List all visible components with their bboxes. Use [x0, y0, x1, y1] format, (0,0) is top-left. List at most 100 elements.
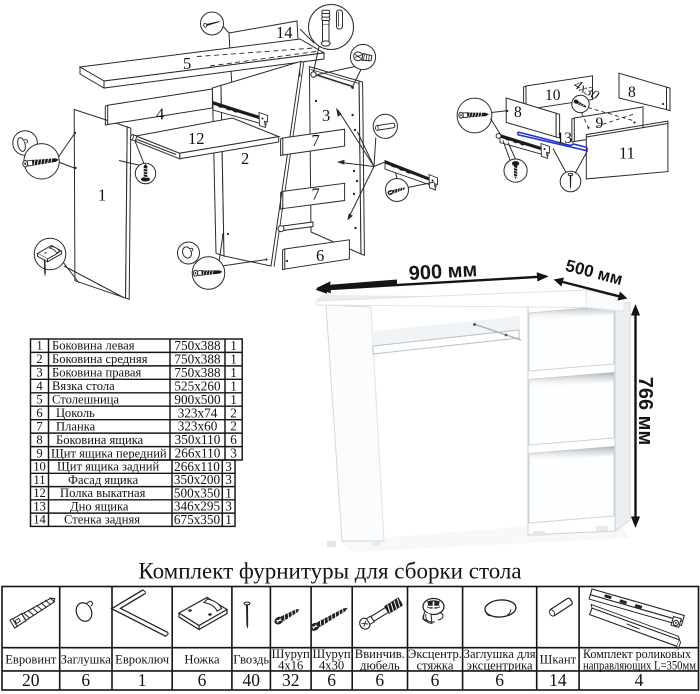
svg-text:14: 14 [276, 23, 293, 42]
svg-text:10: 10 [545, 87, 561, 104]
svg-text:1: 1 [138, 670, 147, 690]
svg-text:Комплект роликовых: Комплект роликовых [583, 647, 692, 661]
svg-text:1: 1 [225, 512, 232, 527]
svg-text:Заглушка: Заглушка [61, 653, 112, 667]
svg-text:3: 3 [225, 472, 232, 487]
svg-text:766 мм: 766 мм [634, 377, 656, 446]
svg-text:стяжка: стяжка [417, 659, 454, 673]
svg-text:Боковина левая: Боковина левая [52, 339, 135, 353]
svg-text:Ножка: Ножка [184, 653, 220, 667]
svg-text:8: 8 [514, 104, 522, 121]
svg-text:Полка выкатная: Полка выкатная [60, 486, 146, 500]
svg-text:5: 5 [183, 54, 191, 73]
svg-text:1: 1 [230, 338, 237, 353]
svg-text:3: 3 [322, 106, 330, 125]
svg-text:Вязка стола: Вязка стола [52, 379, 115, 393]
svg-text:6: 6 [198, 670, 207, 690]
svg-text:11: 11 [619, 144, 635, 163]
svg-text:Ввинчив.: Ввинчив. [355, 647, 405, 661]
svg-text:2: 2 [241, 149, 249, 168]
svg-text:7: 7 [312, 131, 320, 150]
svg-text:6: 6 [495, 670, 504, 690]
svg-text:13: 13 [33, 499, 46, 513]
svg-text:Шуруп: Шуруп [272, 647, 310, 661]
svg-text:500x350: 500x350 [174, 485, 221, 500]
svg-text:4: 4 [635, 670, 644, 690]
svg-text:эксцентрика: эксцентрика [467, 659, 533, 673]
svg-text:9: 9 [36, 446, 42, 460]
svg-text:Стенка задняя: Стенка задняя [64, 513, 140, 527]
svg-text:1: 1 [98, 186, 106, 205]
svg-text:дюбель: дюбель [360, 659, 400, 673]
svg-text:Щит ящика передний: Щит ящика передний [51, 446, 167, 460]
svg-text:Фасад ящика: Фасад ящика [68, 473, 139, 487]
svg-text:346x295: 346x295 [174, 499, 221, 514]
svg-text:14: 14 [33, 513, 46, 527]
svg-text:2: 2 [230, 405, 237, 420]
svg-text:4х30: 4х30 [319, 659, 344, 673]
svg-text:1: 1 [225, 485, 232, 500]
svg-text:6: 6 [375, 670, 384, 690]
svg-text:750x388: 750x388 [174, 338, 221, 353]
svg-text:323x60: 323x60 [178, 419, 218, 434]
svg-text:направляющих L=350мм: направляющих L=350мм [583, 659, 696, 673]
svg-text:Евроключ: Евроключ [115, 653, 170, 667]
svg-text:Заглушка для: Заглушка для [464, 647, 536, 661]
svg-text:6: 6 [316, 246, 324, 265]
svg-text:Шкант: Шкант [540, 653, 577, 667]
svg-text:2: 2 [36, 352, 42, 366]
svg-text:3: 3 [230, 446, 237, 461]
svg-text:3: 3 [225, 499, 232, 514]
svg-text:6: 6 [327, 670, 336, 690]
svg-text:266x110: 266x110 [175, 446, 221, 461]
svg-text:675x350: 675x350 [174, 512, 221, 527]
svg-text:3: 3 [225, 459, 232, 474]
svg-text:323x74: 323x74 [178, 405, 218, 420]
svg-text:5: 5 [36, 393, 42, 407]
svg-text:11: 11 [33, 473, 45, 487]
svg-text:6: 6 [36, 406, 42, 420]
svg-text:350x110: 350x110 [175, 432, 221, 447]
svg-text:6: 6 [230, 432, 237, 447]
svg-text:32: 32 [282, 670, 300, 690]
svg-text:1: 1 [36, 339, 42, 353]
svg-text:Дно ящика: Дно ящика [70, 499, 129, 513]
svg-text:14: 14 [549, 670, 567, 690]
svg-text:1: 1 [230, 352, 237, 367]
svg-text:Боковина правая: Боковина правая [52, 366, 141, 380]
svg-text:Евровинт: Евровинт [5, 653, 57, 667]
svg-text:4: 4 [36, 379, 43, 393]
svg-text:4: 4 [156, 105, 164, 124]
svg-text:1: 1 [230, 365, 237, 380]
svg-text:900 мм: 900 мм [408, 259, 478, 285]
svg-text:6: 6 [431, 670, 440, 690]
svg-text:Гвоздь: Гвоздь [233, 653, 269, 667]
svg-text:12: 12 [188, 129, 205, 148]
svg-text:525x260: 525x260 [174, 378, 221, 393]
svg-text:13: 13 [557, 130, 573, 147]
svg-text:Цоколь: Цоколь [56, 406, 95, 420]
svg-text:750x388: 750x388 [174, 352, 221, 367]
svg-text:Боковина средняя: Боковина средняя [52, 352, 148, 366]
svg-text:750x388: 750x388 [174, 365, 221, 380]
svg-text:12: 12 [33, 486, 46, 500]
svg-text:4х16: 4х16 [278, 659, 303, 673]
svg-text:1: 1 [230, 378, 237, 393]
svg-text:Планка: Планка [56, 419, 96, 433]
svg-text:8: 8 [36, 433, 42, 447]
svg-text:3: 3 [36, 366, 42, 380]
svg-text:Комплект фурнитуры для сборки: Комплект фурнитуры для сборки стола [138, 559, 521, 584]
svg-text:Эксцентр.: Эксцентр. [408, 647, 462, 661]
svg-text:Боковина ящика: Боковина ящика [56, 433, 144, 447]
svg-text:40: 40 [242, 670, 260, 690]
svg-text:Щит ящика задний: Щит ящика задний [57, 460, 159, 474]
svg-text:266x110: 266x110 [174, 459, 220, 474]
svg-text:Столешница: Столешница [52, 393, 119, 407]
svg-text:1: 1 [230, 392, 237, 407]
svg-text:10: 10 [33, 460, 46, 474]
svg-text:900x500: 900x500 [174, 392, 221, 407]
svg-text:7: 7 [312, 185, 320, 204]
svg-text:9: 9 [596, 115, 604, 132]
svg-text:6: 6 [81, 670, 90, 690]
svg-text:7: 7 [36, 419, 42, 433]
